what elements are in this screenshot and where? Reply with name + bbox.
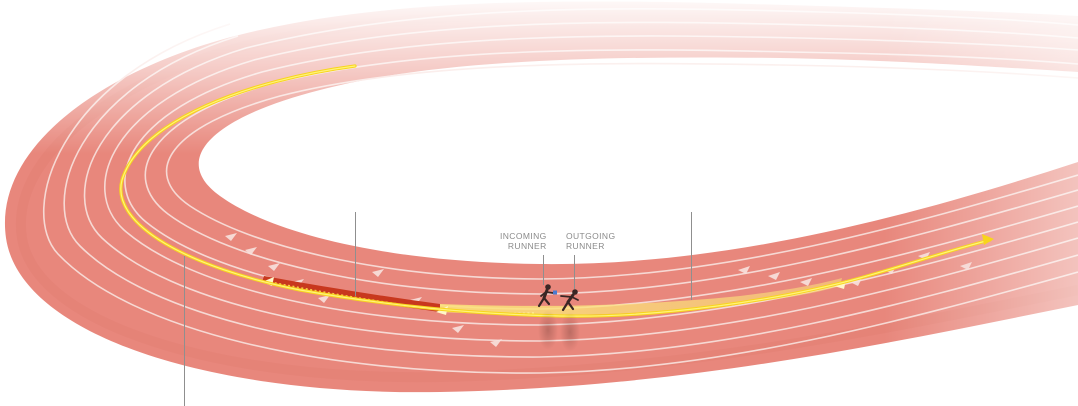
outgoing-runner-label-line1: OUTGOING — [566, 231, 616, 241]
outgoing-runner-label: OUTGOING RUNNER — [566, 231, 615, 251]
baton-icon — [553, 290, 557, 295]
incoming-runner-label: INCOMING RUNNER — [500, 231, 547, 251]
outgoing-runner-figure — [560, 289, 579, 312]
exchange-zone-callout-line — [355, 212, 356, 296]
acceleration-zone-callout-line — [691, 212, 692, 300]
incoming-runner-label-line2: RUNNER — [507, 241, 547, 251]
zone-start-callout-line — [184, 256, 185, 406]
incoming-runner-figure — [537, 284, 554, 308]
outgoing-runner-label-line2: RUNNER — [566, 241, 605, 251]
outgoing-runner-pointer — [574, 255, 575, 289]
incoming-runner-pointer — [543, 255, 544, 285]
path-arrowhead — [982, 234, 994, 245]
incoming-runner-label-line1: INCOMING — [500, 231, 547, 241]
